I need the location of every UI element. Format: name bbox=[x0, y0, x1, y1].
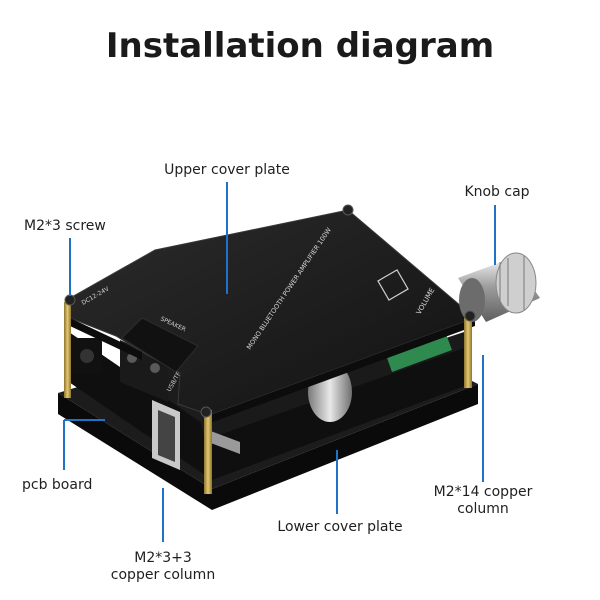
label-lower-cover-plate: Lower cover plate bbox=[277, 519, 403, 535]
knob-cap bbox=[458, 252, 540, 322]
label-m2-3-3-line1: M2*3+3 bbox=[134, 550, 192, 566]
lower-cover-plate bbox=[58, 384, 478, 510]
label-knob-cap: Knob cap bbox=[464, 184, 530, 200]
screw-left bbox=[64, 294, 76, 306]
screw-right bbox=[464, 310, 476, 322]
copper-column-left bbox=[64, 302, 71, 398]
copper-column-front bbox=[204, 410, 212, 494]
page-title: Installation diagram bbox=[105, 26, 495, 66]
label-m2-3-screw: M2*3 screw bbox=[24, 218, 106, 234]
tf-slot bbox=[208, 430, 240, 454]
screw-top bbox=[342, 204, 354, 216]
label-m2-14-copper-column: M2*14 copper column bbox=[418, 484, 548, 518]
label-upper-cover-plate: Upper cover plate bbox=[164, 162, 290, 178]
screw-front bbox=[200, 406, 212, 418]
label-m2-14-line2: column bbox=[457, 501, 509, 517]
label-m2-3-3-copper-column: M2*3+3 copper column bbox=[100, 550, 226, 584]
bluetooth-logo bbox=[377, 269, 409, 301]
label-m2-14-line1: M2*14 copper bbox=[433, 484, 533, 500]
label-pcb-board: pcb board bbox=[22, 477, 93, 493]
copper-column-right bbox=[464, 318, 472, 388]
label-m2-3-3-line2: copper column bbox=[110, 567, 216, 583]
